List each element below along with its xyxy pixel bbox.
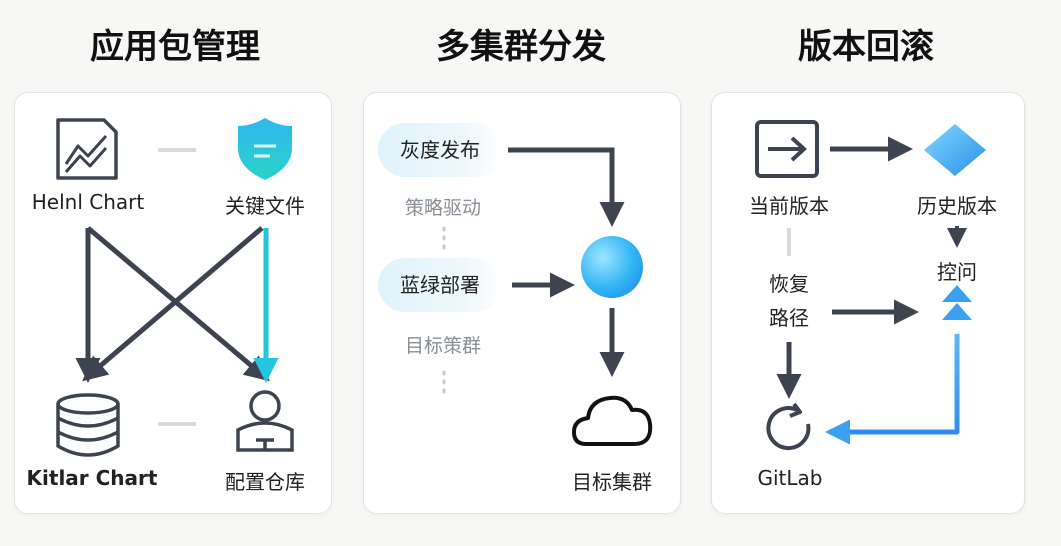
repository-user-icon (236, 390, 294, 452)
title-app-package-management: 应用包管理 (90, 27, 260, 67)
database-icon (56, 393, 120, 457)
arrow-canary-to-hub (508, 147, 625, 227)
arrow-control-to-gitlab (825, 334, 960, 445)
pill-blue-green: 蓝绿部署 (378, 258, 502, 312)
double-up-chevron-icon (942, 285, 972, 320)
label-gitlab: GitLab (757, 466, 823, 490)
label-key-files: 关键文件 (225, 194, 305, 218)
label-history-version: 历史版本 (917, 194, 997, 218)
current-version-arrow-icon (755, 120, 819, 178)
label-strategy-driven: 策略驱动 (404, 197, 481, 219)
label-config-repo: 配置仓库 (225, 470, 305, 494)
label-target-policy: 目标策群 (404, 335, 481, 357)
history-version-diamond-icon (924, 124, 986, 176)
label-kittar-chart: Kitlar Chart (26, 466, 158, 490)
refresh-icon (766, 402, 811, 451)
label-helm-chart: Helnl Chart (31, 190, 145, 214)
label-recovery-line1: 恢复 (769, 272, 809, 296)
arrow-keyfiles-to-kittar (82, 226, 264, 382)
label-recovery-line2: 路径 (769, 306, 809, 330)
label-current-version: 当前版本 (749, 194, 829, 218)
pill-canary-release: 灰度发布 (378, 123, 502, 177)
cloud-icon (572, 395, 653, 446)
label-control: 控问 (937, 260, 977, 284)
chart-document-icon (56, 118, 118, 180)
title-multi-cluster-distribution: 多集群分发 (436, 27, 606, 67)
distribution-hub-icon (581, 236, 643, 298)
shield-icon (238, 118, 292, 180)
label-target-cluster: 目标集群 (572, 470, 652, 494)
title-version-rollback: 版本回滚 (798, 27, 934, 67)
